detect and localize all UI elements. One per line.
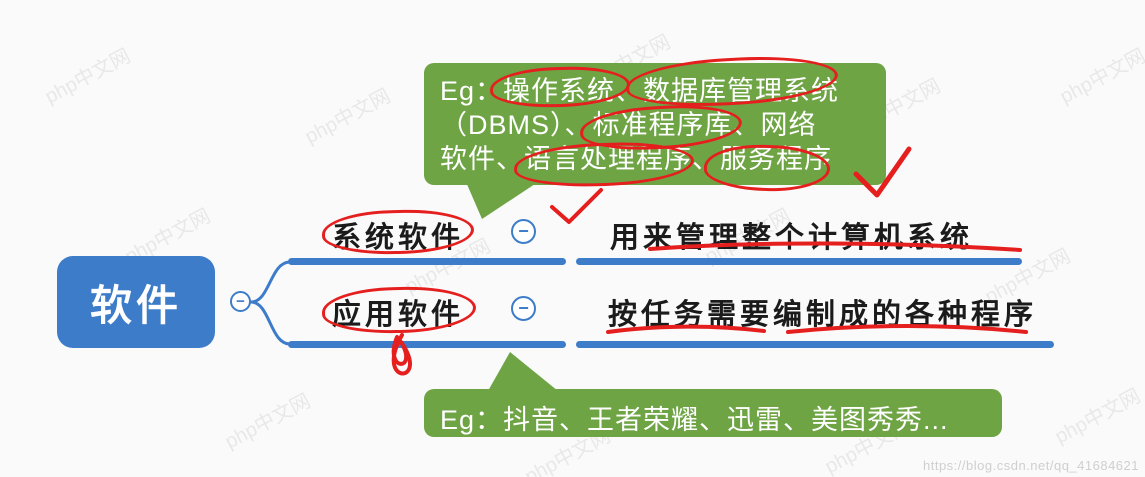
topic-system-description[interactable]: 用来管理整个计算机系统 — [610, 222, 974, 254]
branch-line-system-parent — [288, 258, 566, 265]
root-collapse-button[interactable]: − — [230, 291, 251, 312]
connector-root-to-application — [249, 300, 292, 346]
connector-root-to-system — [249, 260, 292, 304]
system-examples-callout[interactable]: Eg：操作系统、数据库管理系统 （DBMS）、标准程序库、网络 软件、语言处理程… — [424, 63, 886, 185]
callout-line: （DBMS）、标准程序库、网络 — [440, 110, 817, 140]
annotation-checkmark-system-software — [550, 188, 603, 224]
watermark: php中文网 — [41, 45, 135, 109]
topic-application-software[interactable]: 应用软件 — [332, 299, 465, 331]
callout-line: Eg：抖音、王者荣耀、迅雷、美图秀秀... — [440, 405, 949, 435]
watermark: php中文网 — [221, 390, 315, 454]
watermark: php中文网 — [1056, 45, 1145, 109]
watermark: php中文网 — [1051, 385, 1145, 449]
system-callout-pointer — [466, 182, 538, 219]
branch-line-application-child — [576, 341, 1054, 348]
root-topic-software[interactable]: 软件 — [57, 256, 215, 348]
application-collapse-button[interactable]: − — [511, 296, 536, 321]
watermark: php中文网 — [301, 85, 395, 149]
branch-line-system-child — [576, 258, 1022, 265]
application-examples-callout[interactable]: Eg：抖音、王者荣耀、迅雷、美图秀秀... — [424, 389, 1002, 437]
callout-line: 软件、语言处理程序、服务程序 — [440, 144, 832, 174]
callout-line: Eg：操作系统、数据库管理系统 — [440, 76, 840, 106]
branch-line-application-parent — [288, 341, 566, 348]
topic-system-software[interactable]: 系统软件 — [332, 222, 465, 254]
application-callout-pointer — [488, 352, 558, 391]
topic-application-description[interactable]: 按任务需要编制成的各种程序 — [608, 299, 1038, 331]
system-collapse-button[interactable]: − — [511, 219, 536, 244]
source-url: https://blog.csdn.net/qq_41684621 — [923, 458, 1139, 473]
